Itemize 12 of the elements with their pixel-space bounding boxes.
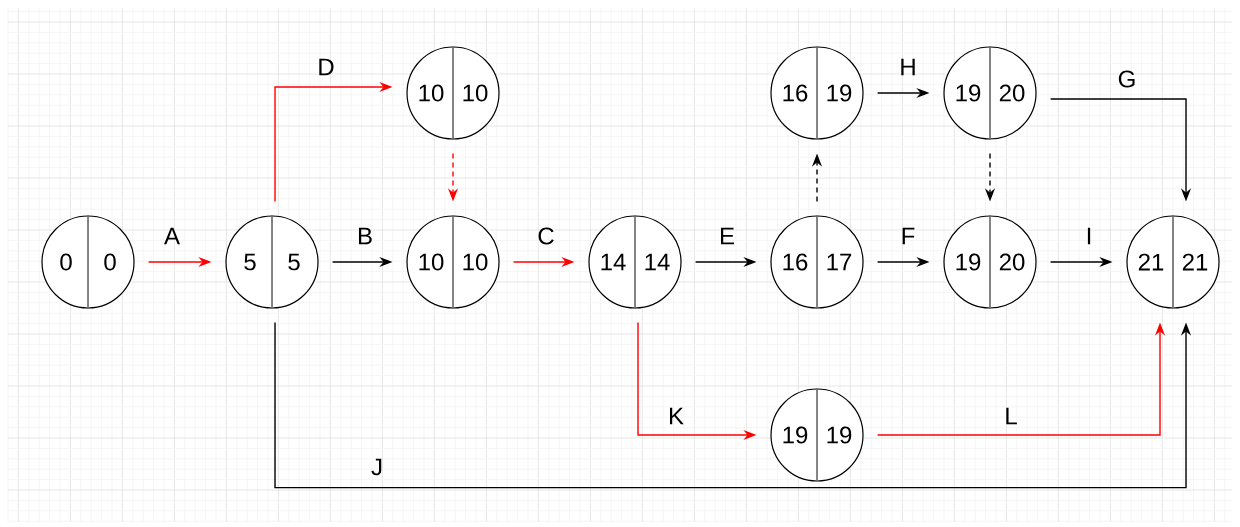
edge-label: H	[901, 58, 915, 76]
edge-label: L	[1006, 407, 1017, 425]
edge-label: D	[319, 58, 334, 76]
edge-label: A	[164, 227, 180, 245]
edge-label: I	[1087, 227, 1091, 245]
edge-label: G	[1118, 70, 1135, 88]
edge-label: K	[670, 407, 684, 425]
edge-label: J	[371, 458, 382, 476]
edge-label: C	[538, 227, 554, 245]
edge-label: E	[721, 227, 734, 245]
edge-label: F	[902, 227, 915, 245]
edge-label: B	[359, 227, 372, 245]
